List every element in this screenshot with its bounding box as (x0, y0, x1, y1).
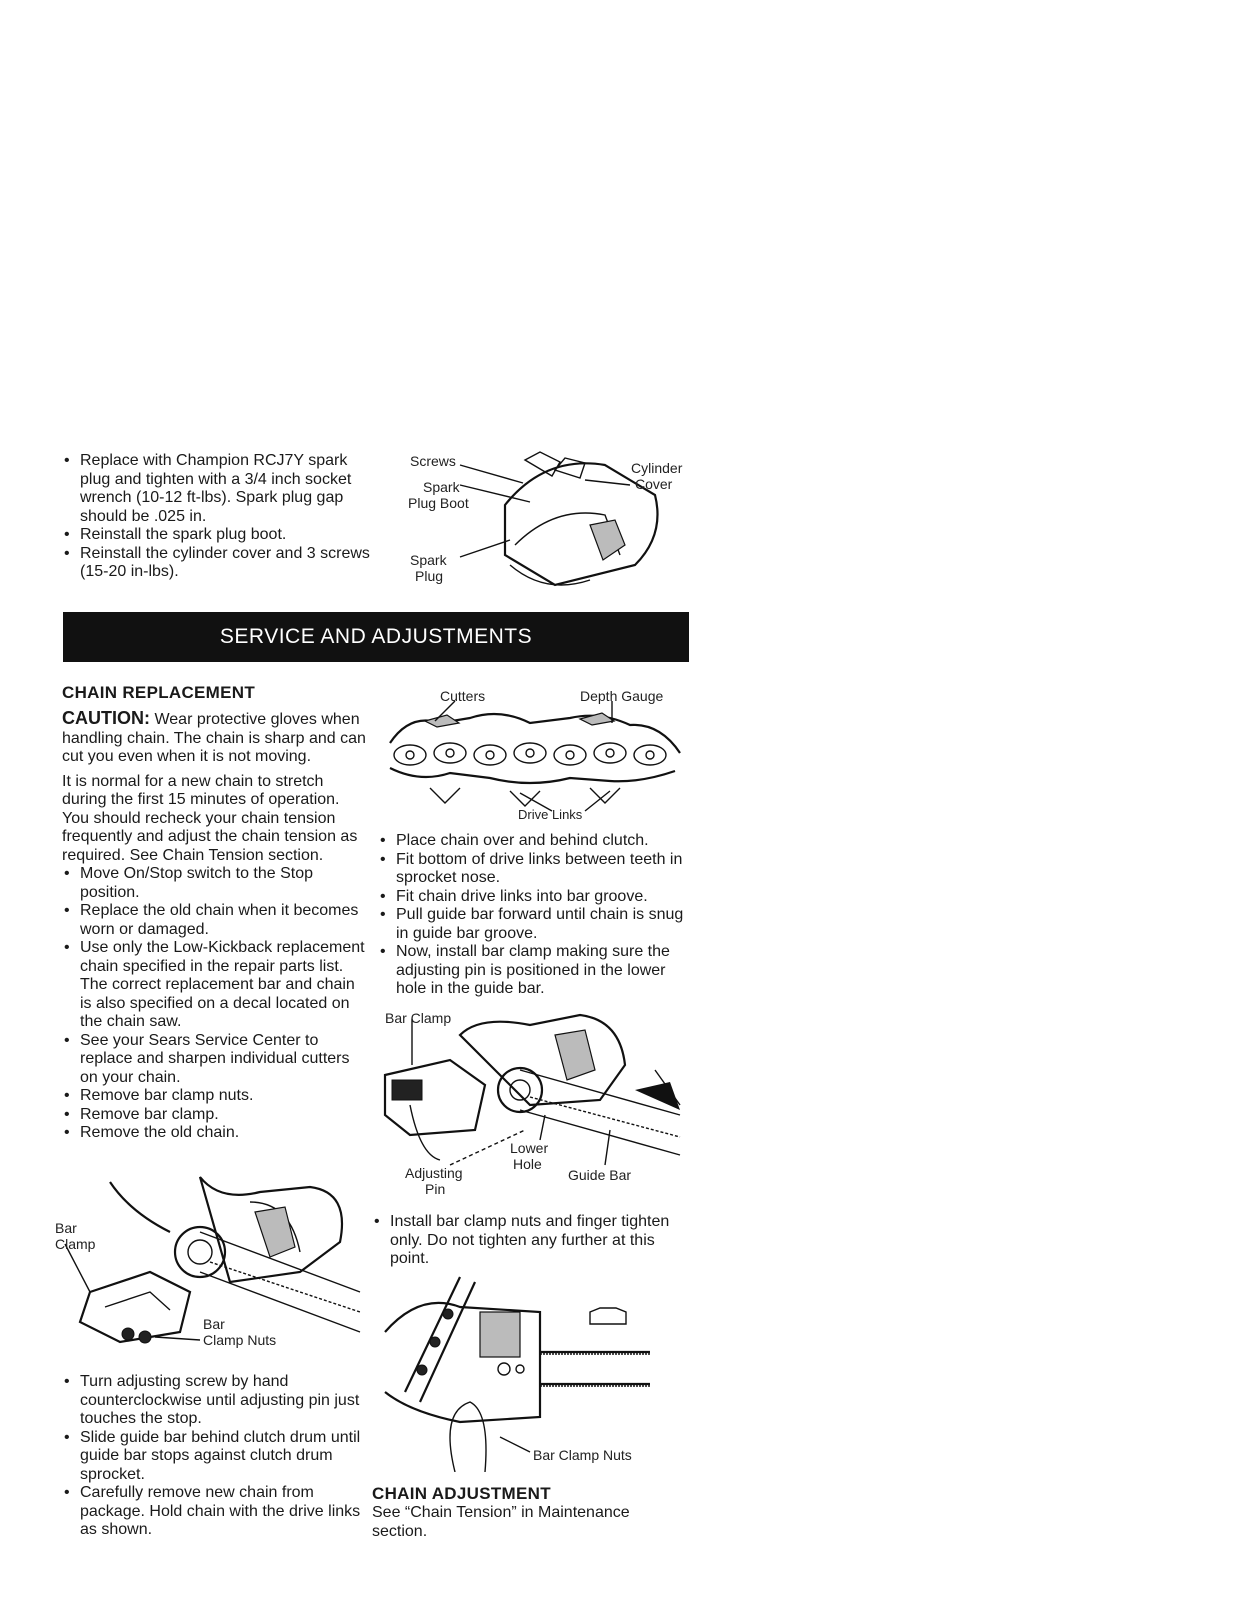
screws-label: Screws (410, 453, 456, 469)
install-bullet: Install bar clamp nuts and finger tighte… (372, 1213, 682, 1269)
list-item: See your Sears Service Center to replace… (62, 1032, 367, 1088)
lower-hole-label: Lower (510, 1140, 549, 1156)
list-item: Remove bar clamp nuts. (62, 1087, 367, 1106)
list-item: Move On/Stop switch to the Stop position… (62, 865, 367, 902)
chain-adjustment-text: See “Chain Tension” in Maintenance secti… (372, 1504, 630, 1540)
list-item: Remove bar clamp. (62, 1106, 367, 1125)
chain-illustration (389, 700, 681, 812)
bar-clamp-illustration (64, 1176, 361, 1344)
list-item: Install bar clamp nuts and finger tighte… (372, 1213, 682, 1269)
guide-bar-label: Guide Bar (568, 1167, 632, 1183)
bar-clamp-nuts-label: Bar (203, 1316, 225, 1332)
list-item: Reinstall the spark plug boot. (62, 526, 377, 545)
bar-clamp-label: Bar Clamp (385, 1010, 452, 1026)
chain-figure: Cutters Depth Gauge Drive Links (380, 683, 690, 823)
list-item: Pull guide bar forward until chain is sn… (378, 906, 693, 943)
guide-bar-illustration (383, 1013, 681, 1166)
adjusting-pin-label: Adjusting (405, 1165, 463, 1181)
adjusting-pin-label-2: Pin (425, 1181, 446, 1197)
list-item: Remove the old chain. (62, 1124, 367, 1143)
caution-text: Wear protective gloves when handling cha… (62, 711, 366, 765)
spark-plug-boot-label: Spark (423, 479, 460, 495)
list-item: Turn adjusting screw by hand countercloc… (62, 1373, 362, 1429)
chain-replacement-heading: CHAIN REPLACEMENT (62, 683, 256, 702)
list-item: Now, install bar clamp making sure the a… (378, 943, 693, 999)
list-item: Use only the Low-Kickback replacement ch… (62, 939, 367, 1032)
chain-replacement-section: CHAIN REPLACEMENT CAUTION: Wear protecti… (62, 683, 367, 1143)
bar-clamp-nuts-label: Bar Clamp Nuts (533, 1447, 632, 1463)
bar-clamp-nuts-figure: Bar Clamp Nuts (380, 1272, 680, 1472)
top-bullet-list: Replace with Champion RCJ7Y spark plug a… (62, 452, 377, 582)
right-bullets: Place chain over and behind clutch. Fit … (378, 832, 693, 999)
caution-paragraph: CAUTION: Wear protective gloves when han… (62, 709, 367, 767)
cylinder-cover-label-2: Cover (635, 476, 673, 492)
spark-plug-boot-label-2: Plug Boot (408, 495, 469, 511)
left-bottom-bullets: Turn adjusting screw by hand countercloc… (62, 1373, 362, 1540)
guide-bar-figure: Bar Clamp Adjusting Pin Lower Hole Guide… (380, 1005, 695, 1205)
bar-clamp-figure: Bar Clamp Bar Clamp Nuts (50, 1172, 370, 1362)
bar-clamp-label-2: Clamp (55, 1236, 96, 1252)
spark-plug-label: Spark (410, 552, 447, 568)
spark-plug-illustration (459, 451, 659, 587)
list-item: Place chain over and behind clutch. (378, 832, 693, 851)
chain-adjustment-heading: CHAIN ADJUSTMENT (372, 1484, 551, 1503)
section-banner: SERVICE AND ADJUSTMENTS (63, 612, 689, 662)
list-item: Reinstall the cylinder cover and 3 screw… (62, 545, 377, 582)
bar-clamp-nuts-label-2: Clamp Nuts (203, 1332, 277, 1348)
spark-plug-figure: Screws Spark Plug Boot Spark Plug Cylind… (405, 445, 695, 595)
spark-plug-label-2: Plug (415, 568, 444, 584)
chain-intro-paragraph: It is normal for a new chain to stretch … (62, 772, 358, 864)
list-item: Slide guide bar behind clutch drum until… (62, 1429, 362, 1485)
bar-clamp-label: Bar (55, 1220, 77, 1236)
lower-hole-label-2: Hole (513, 1156, 542, 1172)
caution-label: CAUTION: (62, 708, 150, 728)
bar-clamp-nuts-illustration (384, 1276, 650, 1472)
list-item: Fit bottom of drive links between teeth … (378, 851, 693, 888)
cutters-label: Cutters (440, 688, 486, 704)
cylinder-cover-label: Cylinder (631, 460, 683, 476)
list-item: Carefully remove new chain from package.… (62, 1484, 362, 1540)
chain-replacement-bullets: Move On/Stop switch to the Stop position… (62, 865, 367, 1143)
chain-adjustment-section: CHAIN ADJUSTMENT See “Chain Tension” in … (372, 1484, 682, 1541)
list-item: Replace with Champion RCJ7Y spark plug a… (62, 452, 377, 526)
depth-gauge-label: Depth Gauge (580, 688, 664, 704)
drive-links-label: Drive Links (518, 807, 583, 822)
list-item: Fit chain drive links into bar groove. (378, 888, 693, 907)
list-item: Replace the old chain when it becomes wo… (62, 902, 367, 939)
